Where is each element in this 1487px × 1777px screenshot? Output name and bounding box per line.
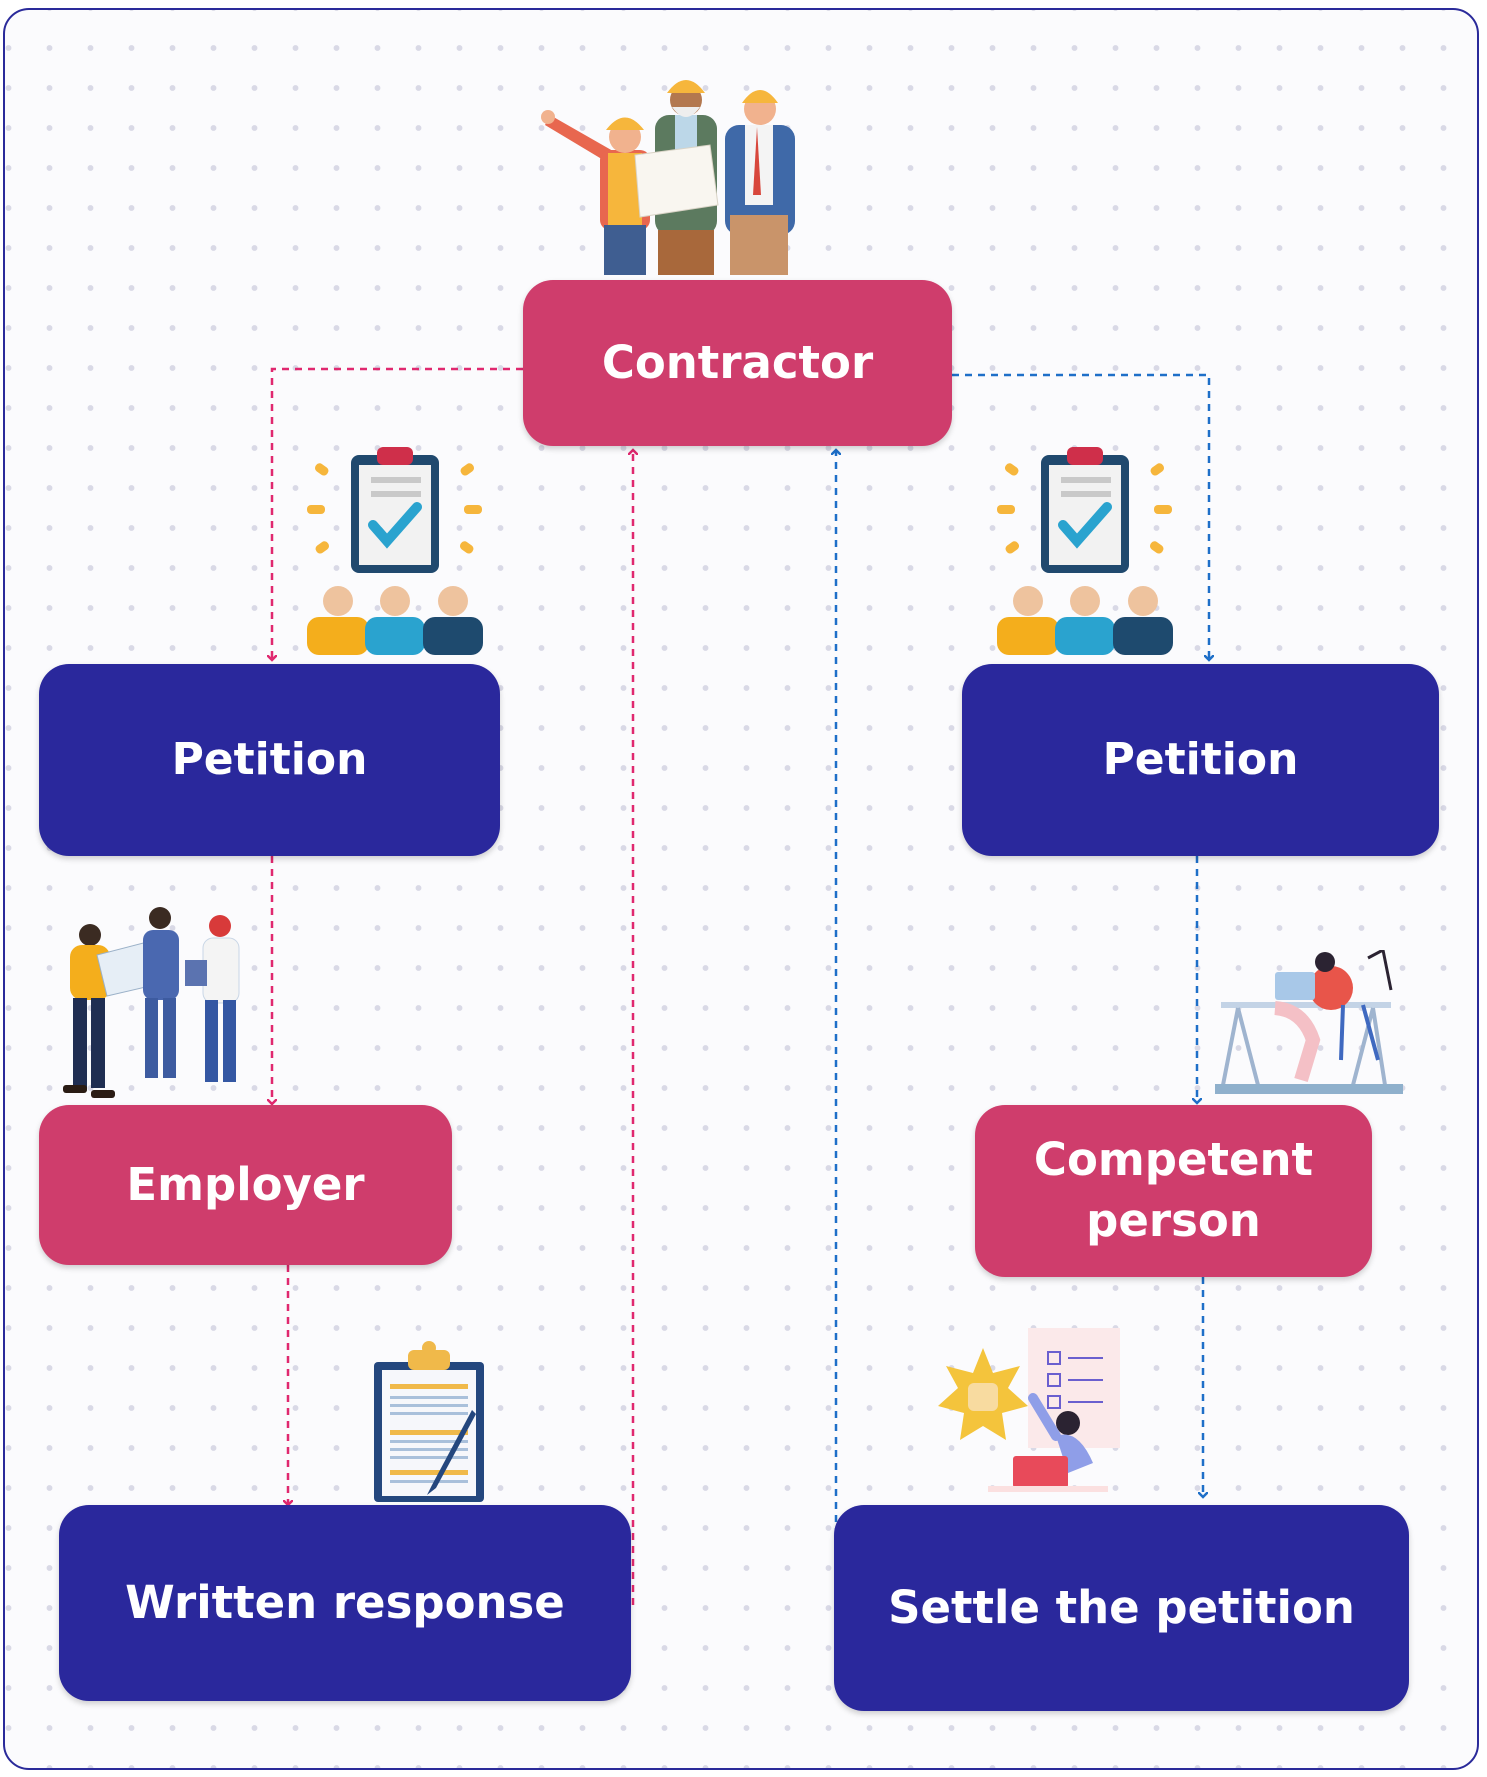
written-document-icon xyxy=(374,1341,484,1502)
employer-team-illustration xyxy=(63,907,240,1098)
written-response-label: Written response xyxy=(125,1575,565,1629)
petition-node-right: Petition xyxy=(962,664,1439,856)
construction-workers-illustration xyxy=(541,80,795,275)
settle-petition-node: Settle the petition xyxy=(834,1505,1409,1711)
petition-left-label: Petition xyxy=(171,734,368,786)
petition-clipboard-icon xyxy=(307,447,483,655)
connector-contractor-to-petition-left xyxy=(272,367,523,660)
connector-contractor-to-petition-right xyxy=(952,373,1209,660)
contractor-label: Contractor xyxy=(601,335,874,389)
contractor-node: Contractor xyxy=(523,280,952,446)
petition-clipboard-icon xyxy=(997,447,1173,655)
petition-node-left: Petition xyxy=(39,664,500,856)
written-response-node: Written response xyxy=(59,1505,631,1701)
employer-node: Employer xyxy=(39,1105,452,1265)
competent-person-label: Competent person xyxy=(1033,1133,1314,1247)
settle-petition-label: Settle the petition xyxy=(888,1580,1355,1634)
person-at-desk-illustration xyxy=(1215,950,1403,1094)
checklist-thumbs-up-illustration xyxy=(938,1328,1120,1492)
competent-person-node: Competent person xyxy=(975,1105,1372,1277)
petition-right-label: Petition xyxy=(1102,734,1299,786)
employer-label: Employer xyxy=(126,1157,365,1211)
